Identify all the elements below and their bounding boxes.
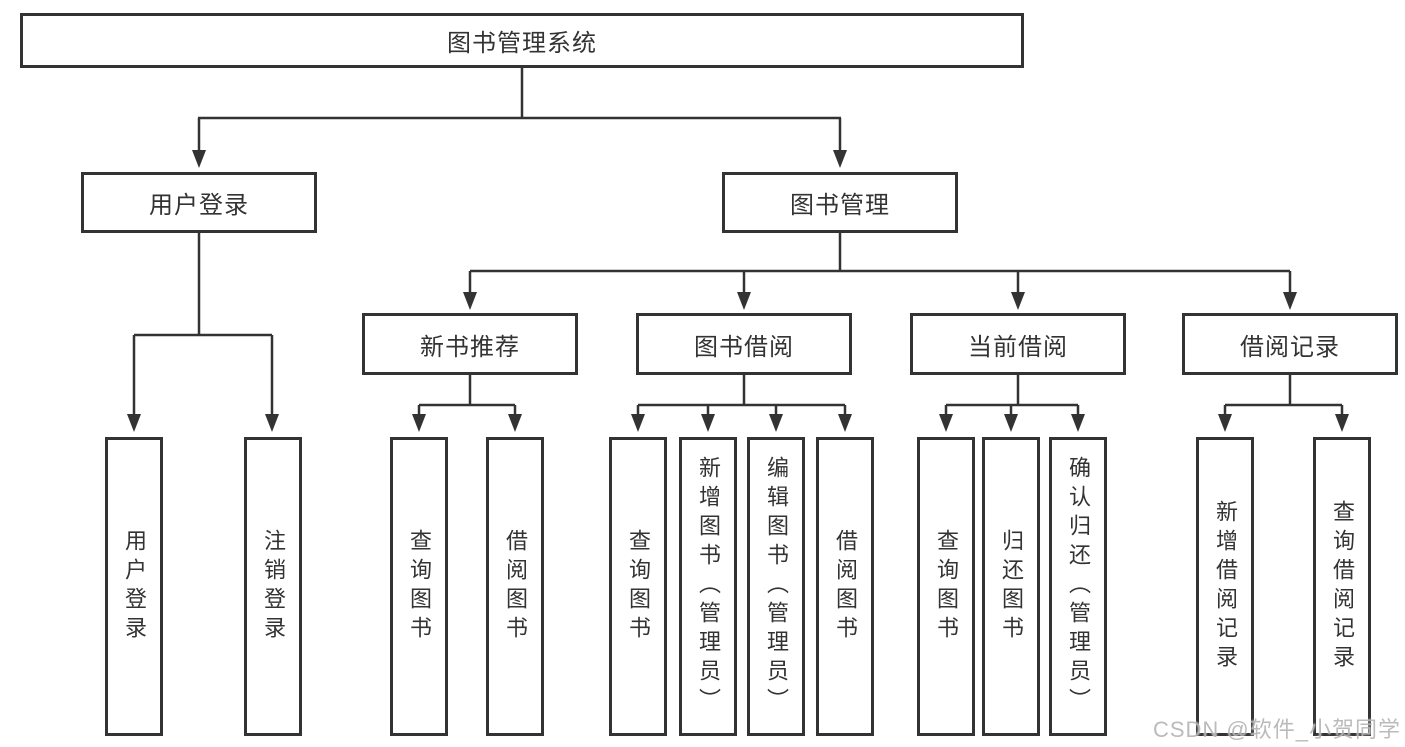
leaf-label: 查询借阅记录	[1330, 499, 1355, 674]
leaf-label: 编辑图书（管理员）	[764, 456, 789, 717]
leaf-user-login: 用户登录	[105, 437, 163, 736]
node-borrow-records: 借阅记录	[1182, 313, 1398, 375]
leaf-query-borrow-record: 查询借阅记录	[1313, 437, 1371, 736]
leaf-add-books-admin: 新增图书（管理员）	[679, 437, 737, 736]
leaf-query-books-2: 查询图书	[609, 437, 667, 736]
node-book-borrow: 图书借阅	[636, 313, 852, 375]
node-library-management-system: 图书管理系统	[20, 13, 1024, 68]
leaf-label: 查询图书	[934, 528, 959, 645]
leaf-label: 新增借阅记录	[1213, 499, 1238, 674]
node-current-borrow: 当前借阅	[910, 313, 1126, 375]
node-new-book-recommend: 新书推荐	[362, 313, 578, 375]
leaf-label: 借阅图书	[503, 528, 528, 645]
leaf-label: 新增图书（管理员）	[696, 456, 721, 717]
leaf-return-books: 归还图书	[982, 437, 1040, 736]
leaf-add-borrow-record: 新增借阅记录	[1196, 437, 1254, 736]
leaf-label: 归还图书	[999, 528, 1024, 645]
leaf-borrow-books-2: 借阅图书	[816, 437, 874, 736]
leaf-label: 用户登录	[122, 528, 147, 645]
leaf-label: 确认归还（管理员）	[1066, 456, 1091, 717]
node-user-login: 用户登录	[81, 172, 317, 233]
leaf-query-books-3: 查询图书	[917, 437, 975, 736]
leaf-confirm-return-admin: 确认归还（管理员）	[1049, 437, 1107, 736]
leaf-label: 查询图书	[407, 528, 432, 645]
leaf-edit-books-admin: 编辑图书（管理员）	[747, 437, 805, 736]
leaf-logout: 注销登录	[244, 437, 302, 736]
leaf-label: 查询图书	[626, 528, 651, 645]
leaf-label: 借阅图书	[833, 528, 858, 645]
leaf-query-books-1: 查询图书	[390, 437, 448, 736]
node-book-management: 图书管理	[722, 172, 958, 233]
leaf-borrow-books-1: 借阅图书	[486, 437, 544, 736]
leaf-label: 注销登录	[261, 528, 286, 645]
